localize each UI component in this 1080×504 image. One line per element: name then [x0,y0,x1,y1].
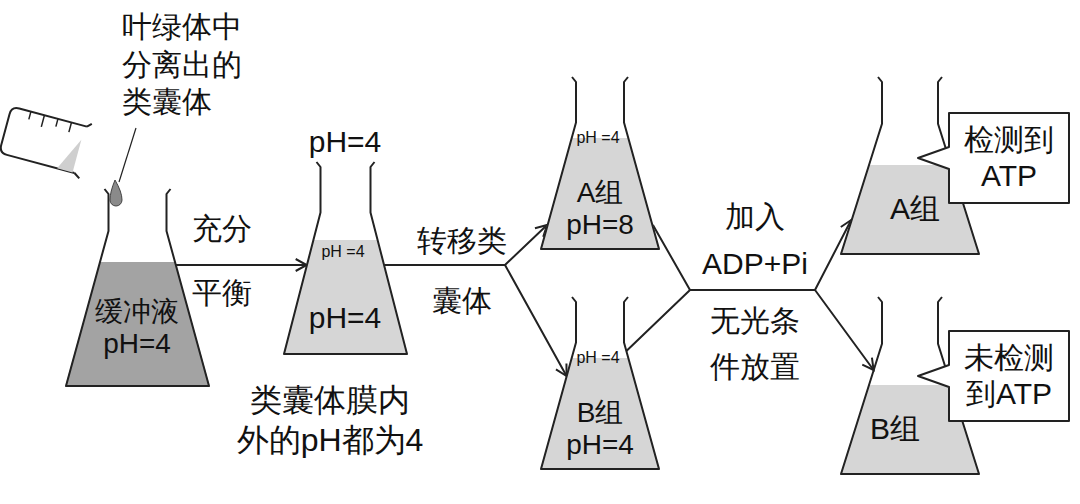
annotation-text: ADP+Pi [702,245,808,283]
thylakoid-circle: pH =4 [321,243,374,296]
thylakoid-circle: pH =4 [576,129,629,182]
erlenmeyer-flask: 缓冲液 pH=4 [65,192,210,387]
liquid [540,138,660,250]
annotation-text: 件放置 [710,348,800,386]
annotation-text: 无光条 [710,302,800,340]
callout-box: 检测到 ATP [948,112,1070,204]
ph-label: pH =4 [576,129,629,147]
thylakoid-circle: pH =4 [576,349,629,402]
flask-label: A组 [890,192,940,227]
droplet [110,180,122,206]
flask-glass [66,189,209,386]
process-arrow [176,264,307,266]
callout-text: 检测到 ATP [964,122,1054,194]
callout-box: 未检测 到ATP [948,330,1070,422]
flask-label: 缓冲液 pH=4 [95,296,179,360]
flask-glass [541,77,659,249]
flask-label: B组 [870,412,920,447]
process-arrow [384,265,566,376]
erlenmeyer-flask: pH =4 B组 pH=4 [540,300,660,470]
annotation-text: 叶绿体中 分离出的 类囊体 [122,8,242,121]
callout-text: 未检测 到ATP [964,340,1054,412]
leader-line [119,128,136,182]
annotation-text: 囊体 [432,282,492,320]
liquid [65,262,210,387]
liquid [540,358,660,470]
flask-label: A组 pH=8 [566,177,634,241]
flask-glass [284,162,407,354]
pouring-beaker [0,103,94,179]
annotation-text: 类囊体膜内 外的pH都为4 [237,380,424,460]
annotation-text: 加入 [725,198,785,236]
annotation-text: 转移类 [417,222,507,260]
flask-label: pH=4 [309,301,382,336]
annotation-text: 充分 [192,210,252,248]
erlenmeyer-flask: pH =4pH=4pH=4 [283,165,408,355]
erlenmeyer-flask: pH =4 A组 pH=8 [540,80,660,250]
annotation-text: 平衡 [192,274,252,312]
flask-glass [541,297,659,469]
ph-label: pH =4 [321,243,374,261]
flask-label: B组 pH=4 [566,397,634,461]
ph-label: pH =4 [576,349,629,367]
flask-label: pH=4 [309,125,382,160]
liquid [283,240,408,355]
